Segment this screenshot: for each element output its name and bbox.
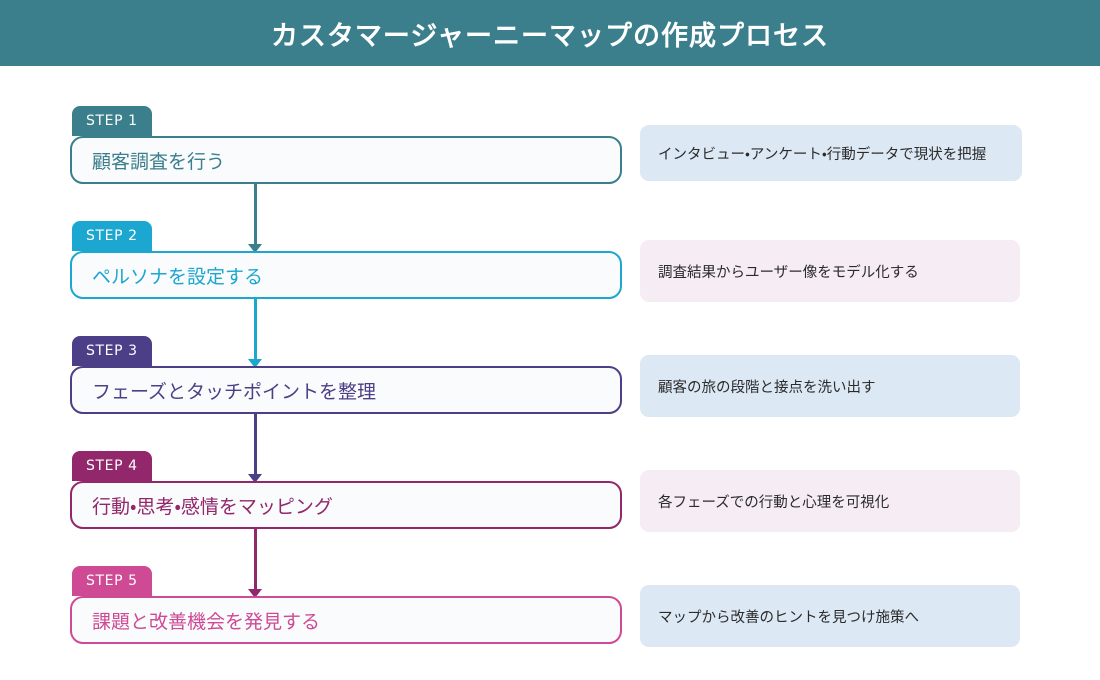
- connector-arrowhead-icon: [248, 244, 262, 253]
- step-description-panel-1: インタビュー・アンケート・行動データで現状を把握: [640, 125, 1022, 181]
- step-connector-arrow: [248, 414, 262, 484]
- step-connector-arrow: [248, 184, 262, 254]
- step-description-text: 顧客の旅の段階と接点を洗い出す: [658, 379, 876, 396]
- connector-line: [254, 184, 257, 246]
- step-card-2[interactable]: ペルソナを設定する: [70, 251, 622, 299]
- connector-line: [254, 299, 257, 361]
- step-card-label: ペルソナを設定する: [92, 265, 264, 288]
- step-row: STEP 3 フェーズとタッチポイントを整理 顧客の旅の段階と接点を洗い出す: [0, 311, 1100, 483]
- step-description-panel-5: マップから改善のヒントを見つけ施策へ: [640, 585, 1020, 647]
- step-description-panel-2: 調査結果からユーザー像をモデル化する: [640, 240, 1020, 302]
- step-connector-arrow: [248, 529, 262, 599]
- connector-arrowhead-icon: [248, 474, 262, 483]
- connector-line: [254, 529, 257, 591]
- connector-line: [254, 414, 257, 476]
- step-description-text: 各フェーズでの行動と心理を可視化: [658, 494, 890, 511]
- step-card-label: 顧客調査を行う: [92, 150, 226, 173]
- step-card-1[interactable]: 顧客調査を行う: [70, 136, 622, 184]
- step-card-label: 行動・思考・感情をマッピング: [92, 495, 333, 518]
- step-description-text: 調査結果からユーザー像をモデル化する: [658, 264, 919, 281]
- step-description-panel-4: 各フェーズでの行動と心理を可視化: [640, 470, 1020, 532]
- step-connector-arrow: [248, 299, 262, 369]
- step-row: STEP 1 顧客調査を行う インタビュー・アンケート・行動データで現状を把握: [0, 81, 1100, 253]
- step-description-text: インタビュー・アンケート・行動データで現状を把握: [658, 146, 987, 163]
- connector-arrowhead-icon: [248, 359, 262, 368]
- step-card-label: 課題と改善機会を発見する: [92, 610, 321, 633]
- step-card-5[interactable]: 課題と改善機会を発見する: [70, 596, 622, 644]
- step-card-3[interactable]: フェーズとタッチポイントを整理: [70, 366, 622, 414]
- step-row: STEP 5 課題と改善機会を発見する マップから改善のヒントを見つけ施策へ: [0, 541, 1100, 656]
- step-badge-2: STEP 2: [72, 221, 152, 251]
- page-title: カスタマージャーニーマップの作成プロセス: [270, 20, 830, 52]
- step-badge-3: STEP 3: [72, 336, 152, 366]
- step-description-panel-3: 顧客の旅の段階と接点を洗い出す: [640, 355, 1020, 417]
- step-badge-5: STEP 5: [72, 566, 152, 596]
- step-description-text: マップから改善のヒントを見つけ施策へ: [658, 609, 919, 626]
- step-row: STEP 2 ペルソナを設定する 調査結果からユーザー像をモデル化する: [0, 196, 1100, 368]
- step-row: STEP 4 行動・思考・感情をマッピング 各フェーズでの行動と心理を可視化: [0, 426, 1100, 598]
- step-card-4[interactable]: 行動・思考・感情をマッピング: [70, 481, 622, 529]
- header-bar: カスタマージャーニーマップの作成プロセス: [0, 0, 1100, 66]
- step-card-label: フェーズとタッチポイントを整理: [92, 380, 377, 403]
- step-badge-4: STEP 4: [72, 451, 152, 481]
- step-badge-1: STEP 1: [72, 106, 152, 136]
- connector-arrowhead-icon: [248, 589, 262, 598]
